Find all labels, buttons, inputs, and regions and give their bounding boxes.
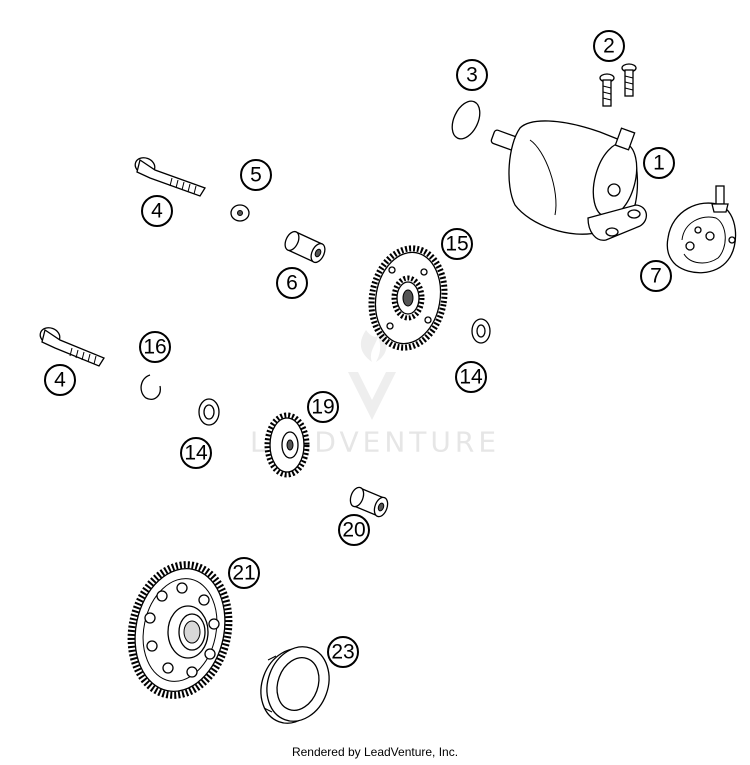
callout-label: 15: [445, 233, 468, 256]
callout-4-bottom: 4: [44, 364, 76, 396]
callout-label: 5: [250, 164, 262, 187]
part-bolt-bottom: [39, 327, 105, 367]
part-screws: [599, 63, 637, 107]
callout-21: 21: [228, 557, 260, 589]
callout-19: 19: [307, 391, 339, 423]
callout-label: 16: [143, 336, 166, 359]
callout-label: 7: [650, 265, 662, 288]
callout-4-top: 4: [141, 195, 173, 227]
callout-6: 6: [276, 267, 308, 299]
callout-7: 7: [640, 260, 672, 292]
callout-label: 1: [653, 152, 665, 175]
part-gear-21: [127, 561, 233, 699]
callout-label: 23: [331, 641, 354, 664]
callout-2: 2: [593, 30, 625, 62]
callout-label: 4: [151, 200, 163, 223]
part-starter-motor: [490, 120, 647, 241]
callout-label: 14: [459, 366, 483, 389]
callout-label: 2: [603, 35, 615, 58]
part-bolt-top: [134, 157, 206, 197]
part-brush-holder: [666, 185, 737, 274]
part-bushing-top: [284, 230, 326, 264]
footer-credit: Rendered by LeadVenture, Inc.: [291, 745, 459, 759]
callout-5: 5: [240, 159, 272, 191]
part-ring-23: [260, 646, 330, 724]
callout-label: 20: [342, 519, 365, 542]
part-bushing-20: [349, 486, 389, 518]
callout-label: 21: [232, 562, 255, 585]
callout-15: 15: [441, 228, 473, 260]
part-washer-14-right: [471, 318, 491, 344]
callout-14-right: 14: [455, 361, 487, 393]
callout-label: 4: [54, 369, 66, 392]
part-gear-15: [368, 245, 448, 351]
part-o-ring: [451, 100, 481, 140]
callout-label: 6: [286, 272, 298, 295]
callout-14-left: 14: [180, 437, 212, 469]
part-gear-19: [264, 412, 310, 478]
part-washer-small: [230, 204, 250, 222]
callout-3: 3: [456, 59, 488, 91]
callout-16: 16: [139, 331, 171, 363]
callout-23: 23: [327, 636, 359, 668]
part-washer-14-left: [198, 398, 220, 426]
part-circlip: [140, 374, 161, 400]
callout-1: 1: [643, 147, 675, 179]
callout-20: 20: [338, 514, 370, 546]
watermark-logo: [348, 372, 396, 420]
callout-label: 3: [466, 64, 478, 87]
callout-label: 14: [184, 442, 208, 465]
callout-label: 19: [311, 396, 334, 419]
